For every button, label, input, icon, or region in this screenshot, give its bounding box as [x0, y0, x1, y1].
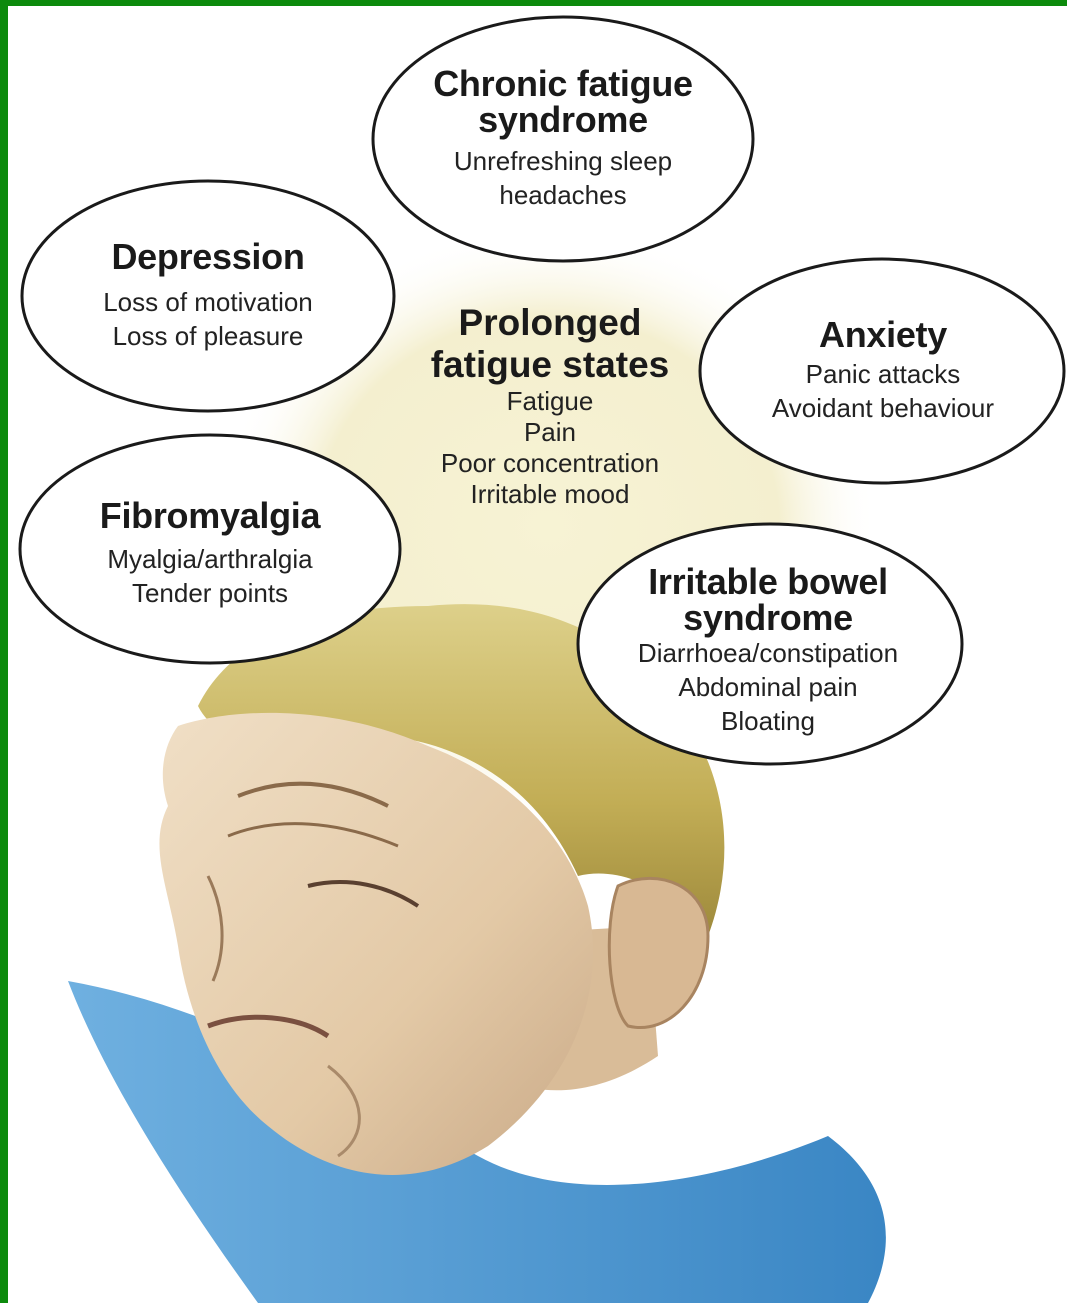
ibs-title-line1: Irritable bowel	[648, 564, 888, 600]
depression-title: Depression	[111, 239, 304, 275]
anxiety-title: Anxiety	[819, 317, 947, 353]
center-item: Pain	[524, 417, 576, 448]
ibs-bubble: Irritable bowel syndrome Diarrhoea/const…	[598, 566, 938, 736]
ear	[609, 878, 708, 1027]
fibromyalgia-item: Myalgia/arthralgia	[107, 542, 312, 576]
center-title-line2: fatigue states	[431, 344, 670, 386]
anxiety-item: Panic attacks	[806, 357, 961, 391]
ibs-item: Diarrhoea/constipation	[638, 636, 898, 670]
ibs-title-line2: syndrome	[683, 600, 853, 636]
cfs-title-line2: syndrome	[478, 102, 648, 138]
center-title-line1: Prolonged	[459, 302, 642, 344]
fibromyalgia-item: Tender points	[132, 576, 288, 610]
ibs-item: Abdominal pain	[678, 670, 857, 704]
center-item: Irritable mood	[471, 479, 630, 510]
fibromyalgia-title: Fibromyalgia	[100, 498, 320, 534]
cfs-item: Unrefreshing sleep	[454, 144, 672, 178]
cfs-title-line1: Chronic fatigue	[433, 66, 693, 102]
depression-item: Loss of pleasure	[113, 319, 304, 353]
center-item: Fatigue	[507, 386, 594, 417]
depression-item: Loss of motivation	[103, 285, 313, 319]
depression-bubble: Depression Loss of motivation Loss of pl…	[50, 226, 366, 366]
cfs-bubble: Chronic fatigue syndrome Unrefreshing sl…	[403, 54, 723, 224]
center-item: Poor concentration	[441, 448, 659, 479]
fibromyalgia-bubble: Fibromyalgia Myalgia/arthralgia Tender p…	[50, 491, 370, 616]
anxiety-item: Avoidant behaviour	[772, 391, 994, 425]
anxiety-bubble: Anxiety Panic attacks Avoidant behaviour	[723, 306, 1043, 436]
ibs-item: Bloating	[721, 704, 815, 738]
center-block: Prolonged fatigue states Fatigue Pain Po…	[400, 302, 700, 510]
cfs-item: headaches	[499, 178, 626, 212]
